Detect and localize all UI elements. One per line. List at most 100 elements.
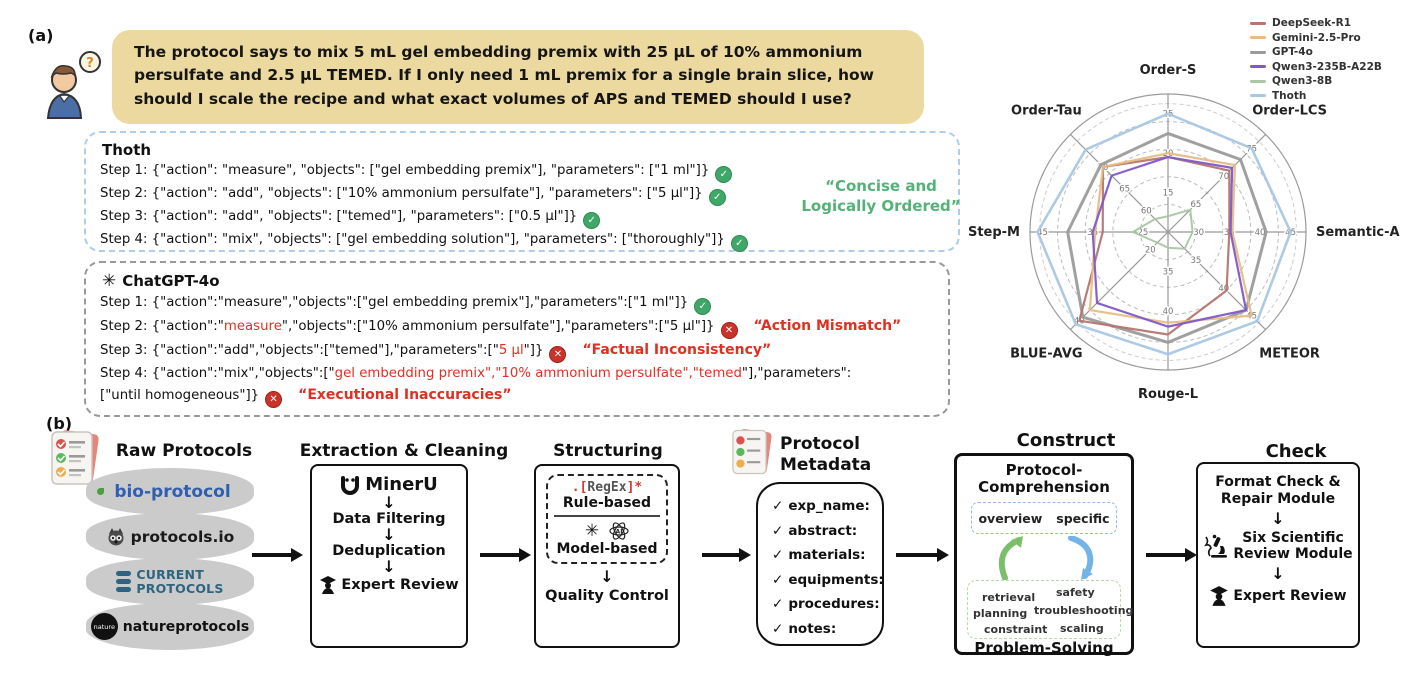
pipeline-arrow-3 <box>702 548 751 561</box>
protocol-step-line: Step 2: {"action": "add", "objects": ["1… <box>100 183 944 206</box>
extraction-box: MinerU ↓ Data Filtering ↓ Deduplication … <box>310 464 468 648</box>
check-icon: ✓ <box>730 235 748 252</box>
protocol-step-line: Step 2: {"action":"measure","objects":["… <box>100 315 934 339</box>
protocol-step-line: Step 1: {"action":"measure","objects":["… <box>100 292 934 315</box>
radar-axis-label: Step-M <box>968 225 1020 240</box>
legend-entry: DeepSeek-R1 <box>1250 16 1400 31</box>
model-based-label: Model-based <box>556 541 658 557</box>
check-icon: ✓ <box>694 298 712 315</box>
legend-entry: Thoth <box>1250 89 1400 104</box>
source-current-protocols: CURRENT PROTOCOLS <box>86 558 254 605</box>
stage-title-extraction: Extraction & Cleaning <box>299 441 509 461</box>
radar-axis-label: METEOR <box>1259 347 1320 362</box>
stage-title-construct: Construct <box>1016 430 1116 451</box>
radar-axis-label: Order-S <box>1140 63 1197 78</box>
svg-text:AI: AI <box>616 529 623 536</box>
down-arrow-icon: ↓ <box>382 525 396 544</box>
chatgpt-steps-list: Step 1: {"action":"measure","objects":["… <box>100 292 934 408</box>
regex-label: .[RegEx]* <box>571 480 643 495</box>
error-annotation: “Executional Inaccuracies” <box>298 387 512 403</box>
person-question-icon: ? <box>38 50 106 120</box>
current-protocols-bars-icon <box>116 571 132 592</box>
solving-word: retrieval <box>982 591 1036 604</box>
radar-tick-label: 25 <box>1137 228 1148 238</box>
extraction-step-2: Deduplication <box>332 543 446 559</box>
check-item-review: Six Scientific Review Module <box>1233 529 1353 563</box>
structuring-box: .[RegEx]* Rule-based ✳ AI Model-based ↓ … <box>534 464 680 648</box>
checklist-icon <box>46 428 104 488</box>
construct-flow-arrows <box>998 536 1094 580</box>
protocol-comprehension-label: Protocol- Comprehension <box>978 461 1110 496</box>
legend-swatch <box>1250 65 1266 69</box>
down-arrow-icon: ↓ <box>1271 508 1285 528</box>
error-annotation: “Factual Inconsistency” <box>582 342 772 358</box>
protocol-step-line: Step 4: {"action":"mix","objects":["gel … <box>100 366 852 381</box>
metadata-field: ✓abstract: <box>772 522 858 539</box>
radar-axis-label: Order-LCS <box>1252 103 1327 118</box>
radar-tick-label: 65 <box>1190 200 1201 210</box>
radar-tick-label: 35 <box>1163 267 1174 277</box>
problem-solving-types-box: retrieval planning constraint safety tro… <box>967 580 1133 639</box>
overview-label: overview <box>978 510 1043 526</box>
openai-icon: ✳ <box>584 521 600 541</box>
stage-title-metadata: Protocol Metadata <box>780 434 872 476</box>
radar-series-deepseek-r1 <box>1078 155 1231 336</box>
extraction-step-3: Expert Review <box>341 577 459 593</box>
metadata-box: ✓exp_name: ✓abstract: ✓materials: ✓equip… <box>756 482 884 646</box>
legend-label: Qwen3-8B <box>1272 75 1333 88</box>
legend-swatch <box>1250 21 1266 25</box>
solving-word: safety <box>1056 586 1095 599</box>
metadata-field: ✓materials: <box>772 547 866 564</box>
pipeline-arrow-4 <box>896 548 949 561</box>
source-bio-protocol: bio-protocol <box>86 468 254 515</box>
check-icon: ✓ <box>708 189 726 206</box>
construct-box: Protocol- Comprehension overview specifi… <box>954 453 1134 656</box>
raccoon-icon <box>108 527 124 545</box>
solving-word: constraint <box>984 623 1048 636</box>
down-arrow-icon: ↓ <box>382 493 396 512</box>
protocol-step-line: Step 3: {"action":"add","objects":["teme… <box>100 339 934 363</box>
pipeline-arrow-1 <box>252 548 303 561</box>
radar-series-qwen3-8b <box>1131 208 1194 250</box>
radar-series-gemini-2.5-pro <box>1088 152 1253 324</box>
radar-axis-label: BLUE-AVG <box>1010 347 1082 362</box>
rule-based-label: Rule-based <box>562 495 652 511</box>
protocol-step-line: Step 4: {"action": "mix", "objects": ["g… <box>100 229 944 252</box>
thoth-title: Thoth <box>102 141 152 159</box>
radar-axis-label: Order-Tau <box>1011 103 1082 118</box>
pipeline-arrow-2 <box>480 548 531 561</box>
metadata-field: ✓equipments: <box>772 571 884 588</box>
thoth-output-box: Thoth Step 1: {"action": "measure", "obj… <box>84 131 960 252</box>
radar-tick-label: 60 <box>1141 206 1152 216</box>
solving-word: troubleshooting <box>1034 604 1134 617</box>
radar-tick-label: 65 <box>1119 185 1130 195</box>
legend-swatch <box>1250 36 1266 40</box>
comprehension-types-box: overview specific <box>971 502 1117 534</box>
user-question-bubble: The protocol says to mix 5 mL gel embedd… <box>112 30 924 124</box>
radar-series-thoth <box>1036 112 1292 356</box>
structuring-methods-box: .[RegEx]* Rule-based ✳ AI Model-based <box>546 474 668 564</box>
expert-review-icon <box>320 576 337 594</box>
check-icon: ✓ <box>715 166 733 183</box>
ai-atom-icon: AI <box>609 522 629 540</box>
source-nature-protocols: nature natureprotocols <box>86 603 254 650</box>
mineru-logo-icon <box>341 475 360 495</box>
legend-swatch <box>1250 79 1266 83</box>
radar-tick-label: 30 <box>1193 228 1204 238</box>
check-icon: ✓ <box>583 212 601 229</box>
down-arrow-icon: ↓ <box>600 567 614 586</box>
protocol-step-line: Step 1: {"action": "measure", "objects":… <box>100 160 944 183</box>
check-box: Format Check & Repair Module ↓ Six Scien… <box>1196 462 1360 648</box>
legend-swatch <box>1250 94 1266 98</box>
solving-word: scaling <box>1060 622 1104 635</box>
thoth-annotation: “Concise and Logically Ordered” <box>801 177 961 216</box>
metadata-field: ✓exp_name: <box>772 498 870 514</box>
legend-label: DeepSeek-R1 <box>1272 17 1352 30</box>
thoth-steps-list: Step 1: {"action": "measure", "objects":… <box>100 160 944 252</box>
chatgpt-title: ChatGPT-4o <box>122 272 220 290</box>
protocol-step-line: ["until homogeneous"]}✕“Executional Inac… <box>100 384 934 408</box>
quality-control-label: Quality Control <box>545 588 669 604</box>
legend-entry: GPT-4o <box>1250 45 1400 60</box>
error-annotation: “Action Mismatch” <box>753 318 902 334</box>
legend-label: GPT-4o <box>1272 46 1313 59</box>
